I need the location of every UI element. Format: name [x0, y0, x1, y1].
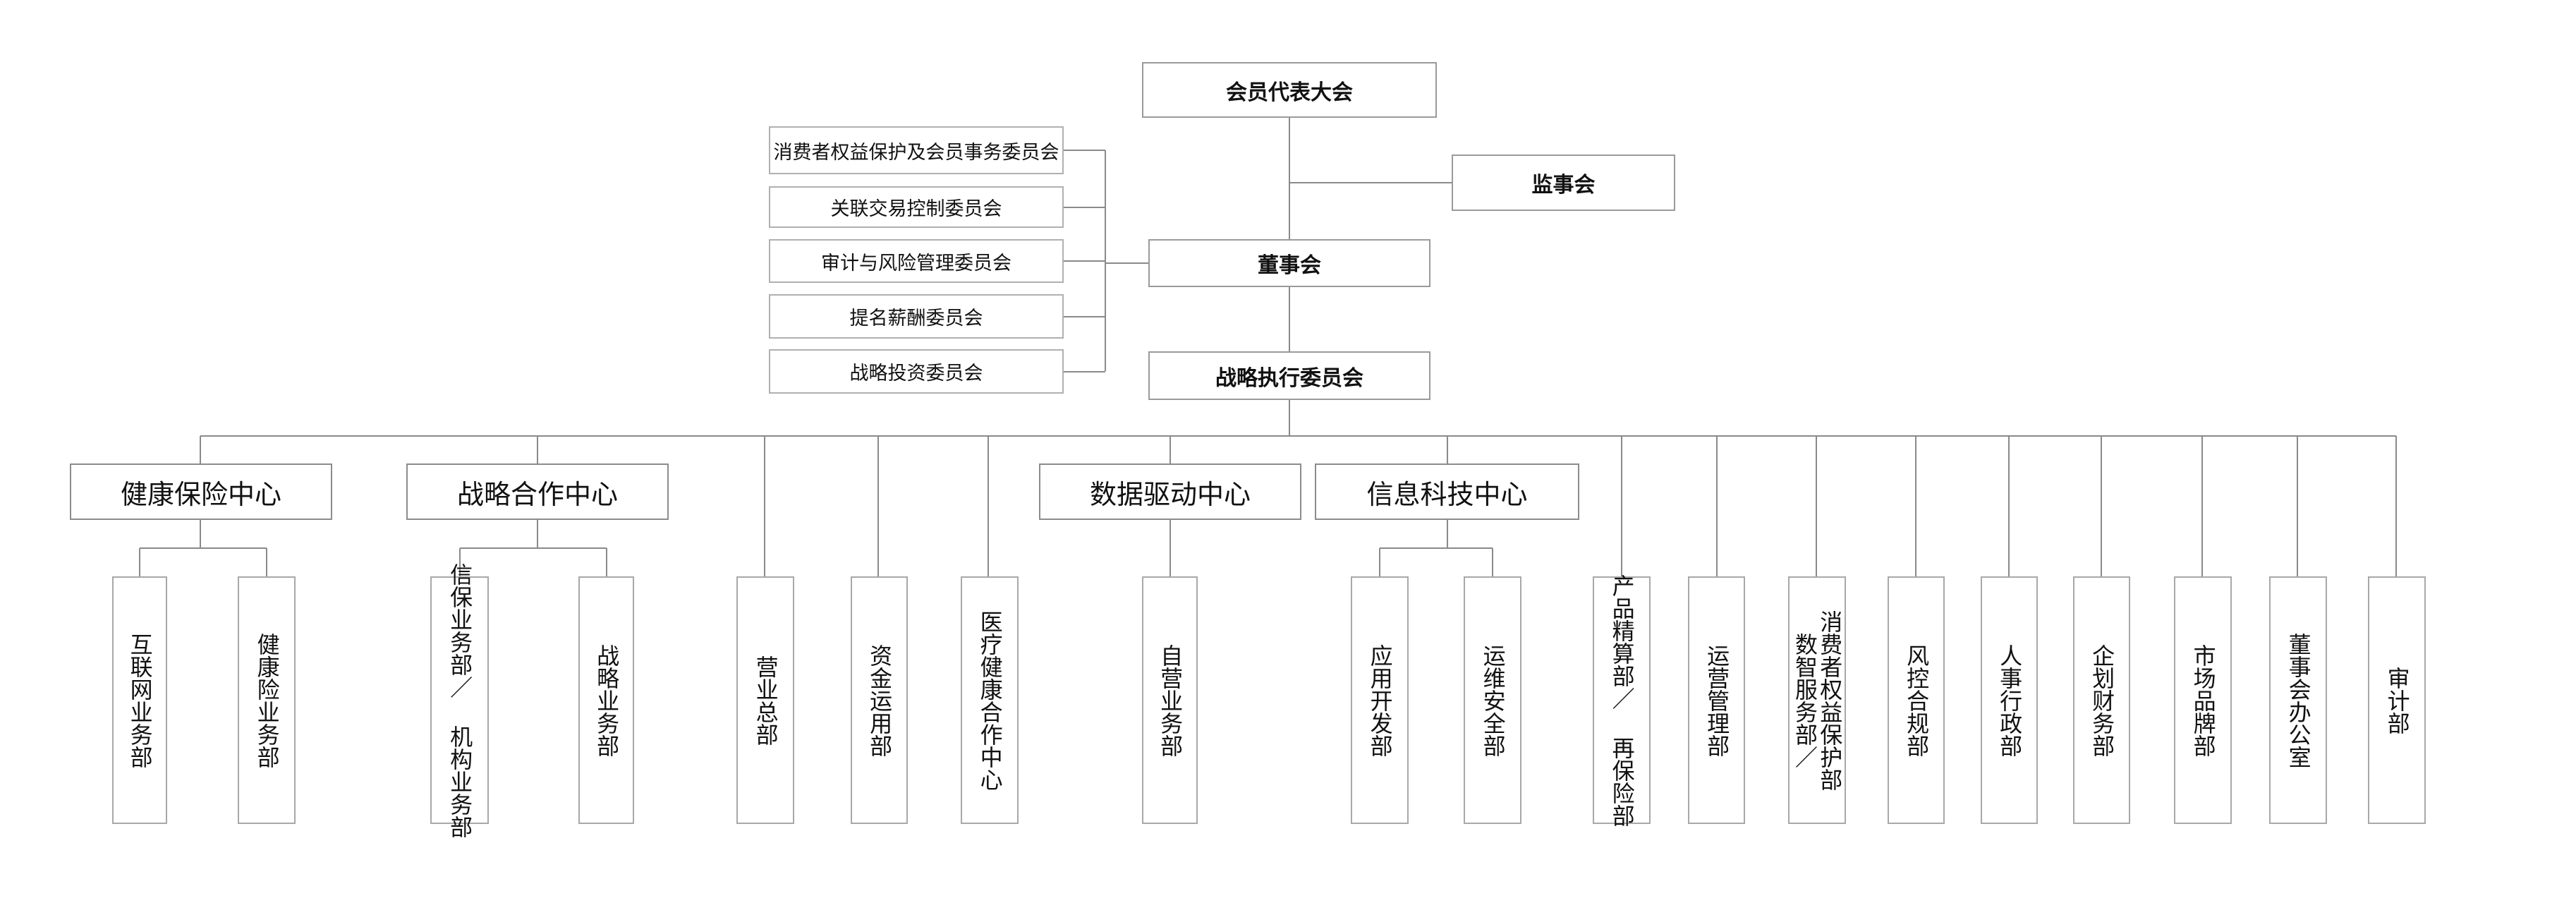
department-label: 自营业务部	[1157, 643, 1184, 757]
department-box: 互联网业务部	[112, 576, 167, 824]
department-label-line: 自营业务部	[1157, 643, 1184, 757]
executive-committee-label: 战略执行委员会	[1215, 365, 1363, 391]
committee-label: 消费者权益保护及会员事务委员会	[773, 141, 1059, 164]
department-label-line: 运营管理部	[1703, 643, 1731, 757]
committee-label: 关联交易控制委员会	[830, 198, 1002, 220]
department-label: 消费者权益保护部数智服务部／	[1792, 610, 1844, 791]
center-label: 战略合作中心	[456, 478, 618, 510]
department-box: 产品精算部／ 再保险部	[1593, 574, 1651, 827]
department-label: 资金运用部	[866, 643, 894, 757]
assembly-box: 会员代表大会	[1142, 62, 1437, 118]
board-committee-box: 关联交易控制委员会	[769, 186, 1064, 228]
department-label-line: 健康险业务部	[253, 632, 281, 768]
center-box: 信息科技中心	[1315, 463, 1579, 520]
department-box: 人事行政部	[1981, 576, 2038, 824]
department-box: 资金运用部	[851, 576, 908, 824]
department-label: 风控合规部	[1903, 643, 1931, 757]
department-label: 企划财务部	[2089, 643, 2116, 757]
department-label: 人事行政部	[1996, 643, 2024, 757]
department-label: 健康险业务部	[253, 632, 281, 768]
department-label-line: 医疗健康合作中心	[976, 610, 1004, 791]
department-label-line: 产品精算部／ 再保险部	[1608, 574, 1636, 827]
department-box: 风控合规部	[1888, 576, 1945, 824]
department-label: 运维安全部	[1479, 643, 1507, 757]
department-box: 运维安全部	[1464, 576, 1521, 824]
department-box: 运营管理部	[1688, 576, 1745, 824]
department-box: 战略业务部	[578, 576, 634, 824]
department-label-line: 应用开发部	[1366, 643, 1394, 757]
department-label-line: 人事行政部	[1996, 643, 2024, 757]
department-label: 运营管理部	[1703, 643, 1731, 757]
department-box: 市场品牌部	[2174, 576, 2232, 824]
department-label-line: 审计部	[2383, 666, 2411, 734]
department-label: 产品精算部／ 再保险部	[1608, 574, 1636, 827]
department-label-line: 消费者权益保护部	[1816, 610, 1844, 791]
committee-label: 战略投资委员会	[849, 363, 983, 384]
department-label: 市场品牌部	[2189, 643, 2217, 757]
department-label: 信保业务部／ 机构业务部	[446, 562, 474, 838]
department-label: 审计部	[2383, 666, 2411, 734]
board-committee-box: 消费者权益保护及会员事务委员会	[769, 126, 1064, 174]
department-label-line: 运维安全部	[1479, 643, 1507, 757]
department-label-line: 数智服务部／	[1792, 632, 1818, 768]
department-label: 董事会办公室	[2285, 632, 2312, 768]
supervisory-board-label: 监事会	[1531, 173, 1596, 198]
department-label-line: 企划财务部	[2089, 643, 2116, 757]
department-label-line: 董事会办公室	[2285, 632, 2312, 768]
department-label-line: 战略业务部	[593, 643, 621, 757]
department-label: 互联网业务部	[126, 632, 154, 768]
department-box: 营业总部	[736, 576, 794, 824]
department-box: 审计部	[2368, 576, 2426, 824]
center-box: 战略合作中心	[406, 463, 669, 520]
department-label-line: 市场品牌部	[2189, 643, 2217, 757]
board-committee-box: 审计与风险管理委员会	[769, 239, 1064, 283]
department-label-line: 风控合规部	[1903, 643, 1931, 757]
center-box: 数据驱动中心	[1039, 463, 1301, 520]
department-label: 战略业务部	[593, 643, 621, 757]
department-box: 董事会办公室	[2269, 576, 2327, 824]
department-box: 应用开发部	[1351, 576, 1409, 824]
committee-label: 审计与风险管理委员会	[821, 252, 1011, 274]
board-box: 董事会	[1148, 239, 1430, 287]
department-label: 营业总部	[752, 655, 779, 746]
department-box: 健康险业务部	[238, 576, 296, 824]
executive-committee-box: 战略执行委员会	[1148, 351, 1430, 400]
assembly-label: 会员代表大会	[1226, 80, 1353, 105]
department-box: 自营业务部	[1142, 576, 1198, 824]
department-label-line: 信保业务部／ 机构业务部	[446, 562, 474, 838]
center-label: 数据驱动中心	[1089, 478, 1251, 510]
department-label: 医疗健康合作中心	[976, 610, 1004, 791]
center-label: 信息科技中心	[1366, 478, 1528, 510]
center-box: 健康保险中心	[70, 463, 332, 520]
department-box: 消费者权益保护部数智服务部／	[1788, 576, 1846, 824]
department-box: 信保业务部／ 机构业务部	[430, 563, 489, 838]
center-label: 健康保险中心	[120, 478, 281, 510]
department-box: 医疗健康合作中心	[961, 576, 1019, 824]
department-box: 企划财务部	[2073, 576, 2130, 824]
department-label-line: 互联网业务部	[126, 632, 154, 768]
supervisory-board-box: 监事会	[1452, 154, 1675, 211]
committee-label: 提名薪酬委员会	[849, 308, 983, 329]
board-committee-box: 战略投资委员会	[769, 349, 1064, 394]
department-label: 应用开发部	[1366, 643, 1394, 757]
board-label: 董事会	[1258, 253, 1321, 278]
department-label-line: 营业总部	[752, 655, 779, 746]
department-label-line: 资金运用部	[866, 643, 894, 757]
board-committee-box: 提名薪酬委员会	[769, 294, 1064, 339]
